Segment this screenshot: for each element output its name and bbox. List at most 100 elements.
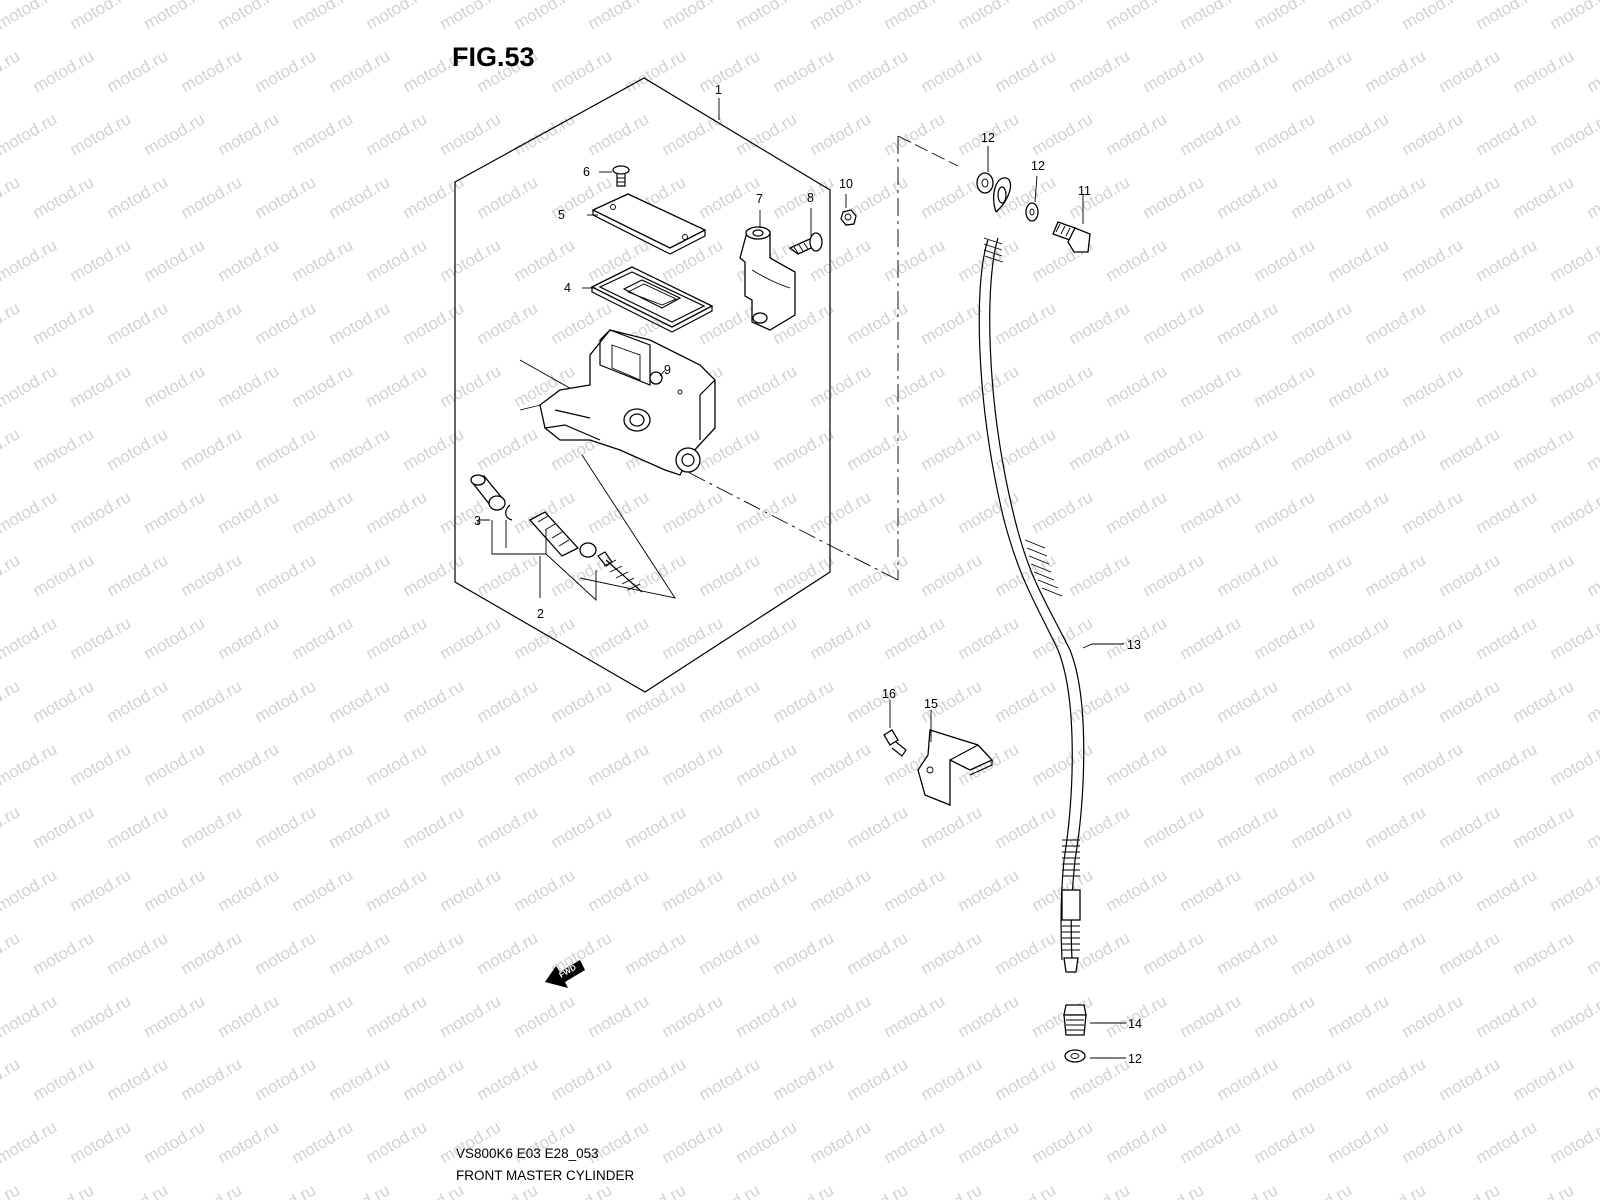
watermark-text: motod.ru xyxy=(1140,172,1208,222)
watermark-text: motod.ru xyxy=(659,739,727,789)
piston-kit xyxy=(470,474,643,602)
watermark-text: motod.ru xyxy=(252,298,320,348)
watermark-text: motod.ru xyxy=(881,361,949,411)
watermark-text: motod.ru xyxy=(1399,0,1467,33)
callout-12-bottom: 12 xyxy=(1128,1052,1142,1066)
watermark-text: motod.ru xyxy=(1288,550,1356,600)
watermark-text: motod.ru xyxy=(1547,235,1600,285)
watermark-text: motod.ru xyxy=(1399,865,1467,915)
callout-11: 11 xyxy=(1078,184,1091,198)
watermark-text: motod.ru xyxy=(1473,739,1541,789)
callout-8: 8 xyxy=(807,191,814,205)
watermark-text: motod.ru xyxy=(1473,487,1541,537)
watermark-text: motod.ru xyxy=(955,0,1023,33)
watermark-text: motod.ru xyxy=(1103,487,1171,537)
watermark-text: motod.ru xyxy=(1251,235,1319,285)
watermark-text: motod.ru xyxy=(252,172,320,222)
watermark-text: motod.ru xyxy=(178,46,246,96)
watermark-text: motod.ru xyxy=(1584,172,1600,222)
watermark-text: motod.ru xyxy=(400,172,468,222)
watermark-text: motod.ru xyxy=(400,424,468,474)
watermark-text: motod.ru xyxy=(0,0,60,33)
watermark-text: motod.ru xyxy=(1510,298,1578,348)
callouts: 1 2 3 4 5 6 7 8 9 10 11 12 12 12 13 14 1… xyxy=(474,83,1142,1066)
watermark-text: motod.ru xyxy=(1510,676,1578,726)
watermark-text: motod.ru xyxy=(67,991,135,1041)
watermark-text: motod.ru xyxy=(1251,0,1319,33)
callout-15: 15 xyxy=(924,697,938,711)
watermark-text: motod.ru xyxy=(955,487,1023,537)
watermark-text: motod.ru xyxy=(474,172,542,222)
watermark-text: motod.ru xyxy=(363,0,431,33)
watermark-text: motod.ru xyxy=(659,613,727,663)
watermark-text: motod.ru xyxy=(844,424,912,474)
watermark-text: motod.ru xyxy=(1362,424,1430,474)
watermark-text: motod.ru xyxy=(30,46,98,96)
watermark-text: motod.ru xyxy=(881,487,949,537)
watermark-text: motod.ru xyxy=(1288,928,1356,978)
watermark-text: motod.ru xyxy=(733,613,801,663)
watermark-text: motod.ru xyxy=(1510,802,1578,852)
watermark-text: motod.ru xyxy=(0,739,60,789)
watermark-text: motod.ru xyxy=(104,424,172,474)
watermark-text: motod.ru xyxy=(844,298,912,348)
watermark-text: motod.ru xyxy=(1362,1180,1430,1200)
watermark-text: motod.ru xyxy=(992,46,1060,96)
watermark-text: motod.ru xyxy=(1399,361,1467,411)
watermark-text: motod.ru xyxy=(1288,802,1356,852)
watermark-text: motod.ru xyxy=(104,298,172,348)
watermark-text: motod.ru xyxy=(548,1054,616,1104)
watermark-text: motod.ru xyxy=(400,298,468,348)
union-fitting-part-14 xyxy=(1063,1004,1087,1036)
washer-part-12-mid xyxy=(1025,202,1039,222)
watermark-text: motod.ru xyxy=(326,676,394,726)
watermark-text: motod.ru xyxy=(30,1180,98,1200)
watermark-text: motod.ru xyxy=(733,865,801,915)
watermark-text: motod.ru xyxy=(881,865,949,915)
watermark-text: motod.ru xyxy=(1066,1180,1134,1200)
screw-part-6 xyxy=(612,165,630,187)
callout-6: 6 xyxy=(583,165,590,179)
watermark-text: motod.ru xyxy=(1029,739,1097,789)
watermark-text: motod.ru xyxy=(511,235,579,285)
watermark-text: motod.ru xyxy=(918,172,986,222)
watermark-text: motod.ru xyxy=(1584,298,1600,348)
watermark-text: motod.ru xyxy=(178,676,246,726)
watermark-text: motod.ru xyxy=(1066,46,1134,96)
watermark-text: motod.ru xyxy=(622,46,690,96)
watermark-text: motod.ru xyxy=(326,1054,394,1104)
watermark-text: motod.ru xyxy=(1362,172,1430,222)
watermark-text: motod.ru xyxy=(955,235,1023,285)
watermark-text: motod.ru xyxy=(1362,928,1430,978)
watermark-text: motod.ru xyxy=(1473,1117,1541,1167)
callout-3: 3 xyxy=(474,514,481,528)
bolt-part-8 xyxy=(788,232,823,255)
assembly-frame xyxy=(454,77,831,693)
watermark-text: motod.ru xyxy=(1325,361,1393,411)
watermark-text: motod.ru xyxy=(881,991,949,1041)
watermark-text: motod.ru xyxy=(437,991,505,1041)
watermark-text: motod.ru xyxy=(1140,424,1208,474)
watermark-text: motod.ru xyxy=(1362,550,1430,600)
watermark-text: motod.ru xyxy=(696,802,764,852)
watermark-text: motod.ru xyxy=(1584,928,1600,978)
watermark-text: motod.ru xyxy=(215,0,283,33)
watermark-text: motod.ru xyxy=(1473,613,1541,663)
watermark-text: motod.ru xyxy=(141,235,209,285)
watermark-text: motod.ru xyxy=(844,1180,912,1200)
watermark-text: motod.ru xyxy=(252,802,320,852)
callout-4: 4 xyxy=(564,281,571,295)
watermark-text: motod.ru xyxy=(0,487,60,537)
watermark-text: motod.ru xyxy=(1103,739,1171,789)
watermark-text: motod.ru xyxy=(474,424,542,474)
watermark-text: motod.ru xyxy=(696,172,764,222)
watermark-text: motod.ru xyxy=(326,424,394,474)
watermark-text: motod.ru xyxy=(1140,802,1208,852)
watermark-text: motod.ru xyxy=(215,487,283,537)
watermark-text: motod.ru xyxy=(400,676,468,726)
watermark-text: motod.ru xyxy=(30,802,98,852)
watermark-text: motod.ru xyxy=(0,46,23,96)
watermark-text: motod.ru xyxy=(363,235,431,285)
watermark-text: motod.ru xyxy=(733,991,801,1041)
watermark-text: motod.ru xyxy=(67,1117,135,1167)
